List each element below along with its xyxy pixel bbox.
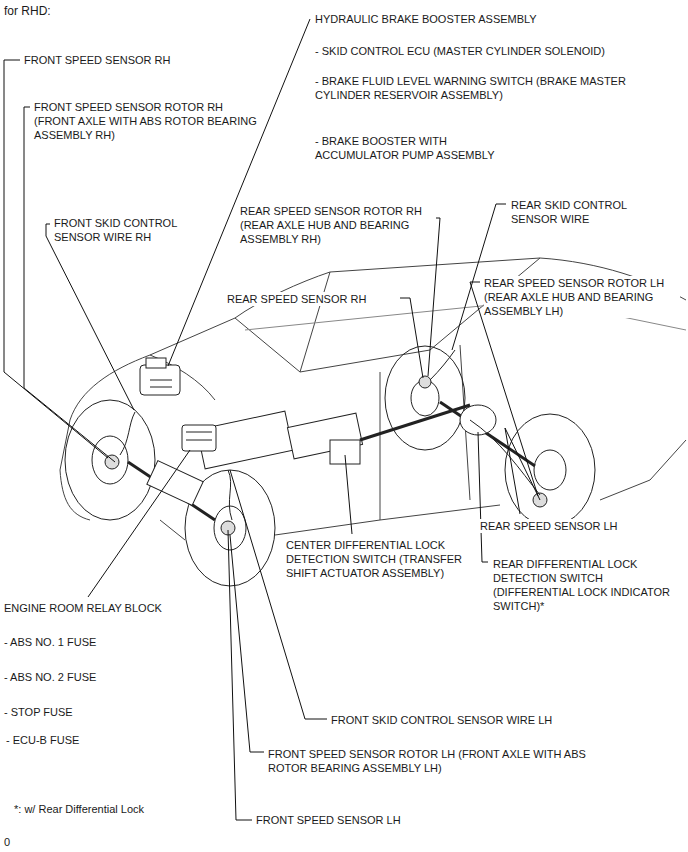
part-label: FRONT SPEED SENSOR ROTOR LH (FRONT AXLE …	[268, 747, 588, 775]
part-label: FRONT SPEED SENSOR ROTOR RH (FRONT AXLE …	[34, 100, 259, 142]
wheels	[65, 346, 595, 586]
car-body	[60, 258, 686, 540]
part-label: FRONT SKID CONTROL SENSOR WIRE LH	[331, 713, 552, 727]
brake-booster-and-relay-block	[140, 358, 216, 451]
part-label: - ABS NO. 2 FUSE	[4, 670, 96, 684]
part-label: REAR DIFFERENTIAL LOCK DETECTION SWITCH …	[493, 557, 673, 613]
page-title: for RHD:	[4, 4, 51, 18]
part-label: - BRAKE BOOSTER WITH ACCUMULATOR PUMP AS…	[315, 134, 525, 162]
part-label: - BRAKE FLUID LEVEL WARNING SWITCH (BRAK…	[315, 74, 663, 102]
part-label: CENTER DIFFERENTIAL LOCK DETECTION SWITC…	[286, 538, 476, 580]
part-label: REAR SPEED SENSOR RH	[227, 292, 366, 306]
part-label: FRONT SPEED SENSOR LH	[256, 813, 401, 827]
part-label: FRONT SPEED SENSOR RH	[24, 53, 171, 67]
part-label: - ECU-B FUSE	[6, 733, 79, 747]
part-label: - SKID CONTROL ECU (MASTER CYLINDER SOLE…	[315, 44, 605, 58]
part-label: - ABS NO. 1 FUSE	[4, 635, 96, 649]
part-label: FRONT SKID CONTROL SENSOR WIRE RH	[54, 216, 204, 244]
part-label: *: w/ Rear Differential Lock	[14, 802, 144, 816]
part-label: REAR SKID CONTROL SENSOR WIRE	[511, 198, 661, 226]
leader-lines	[4, 19, 540, 820]
part-label: REAR SPEED SENSOR ROTOR RH (REAR AXLE HU…	[240, 204, 435, 246]
part-label: ENGINE ROOM RELAY BLOCK	[4, 601, 162, 615]
part-label: REAR SPEED SENSOR LH	[480, 519, 618, 533]
part-label: - STOP FUSE	[4, 705, 73, 719]
part-label: REAR SPEED SENSOR ROTOR LH (REAR AXLE HU…	[484, 276, 680, 318]
part-label: 0	[4, 835, 10, 849]
sensor-wires	[120, 350, 540, 520]
part-label: HYDRAULIC BRAKE BOOSTER ASSEMBLY	[315, 12, 537, 26]
